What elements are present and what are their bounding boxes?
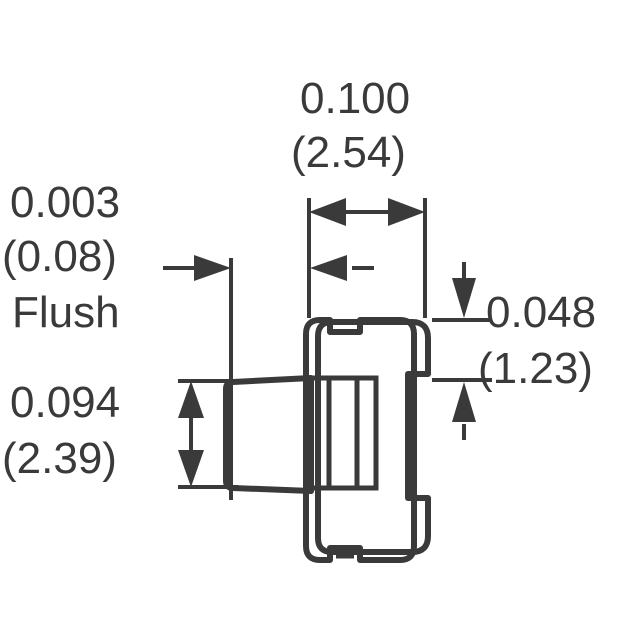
height-dimension-inch: 0.094: [10, 378, 121, 427]
height-dimension-graphic: [178, 379, 238, 489]
connector-body-profile: [223, 317, 431, 563]
inner-contact-cavity: [307, 375, 379, 491]
left-mounting-flange: [223, 375, 314, 494]
thickness-dimension-graphic: [432, 262, 492, 440]
main-housing-body: [303, 317, 417, 563]
pitch-dimension-metric: (2.54): [291, 128, 406, 177]
flush-dimension-metric: (0.08): [2, 232, 117, 281]
thickness-dimension-metric: (1.23): [478, 344, 593, 393]
thickness-dimension-inch: 0.048: [486, 288, 597, 337]
pitch-dimension-inch: 0.100: [300, 74, 411, 123]
height-dimension-metric: (2.39): [2, 434, 117, 483]
flush-dimension-inch: 0.003: [10, 178, 121, 227]
flush-dimension-note: Flush: [12, 288, 120, 337]
pitch-dimension-graphic: [307, 198, 427, 318]
